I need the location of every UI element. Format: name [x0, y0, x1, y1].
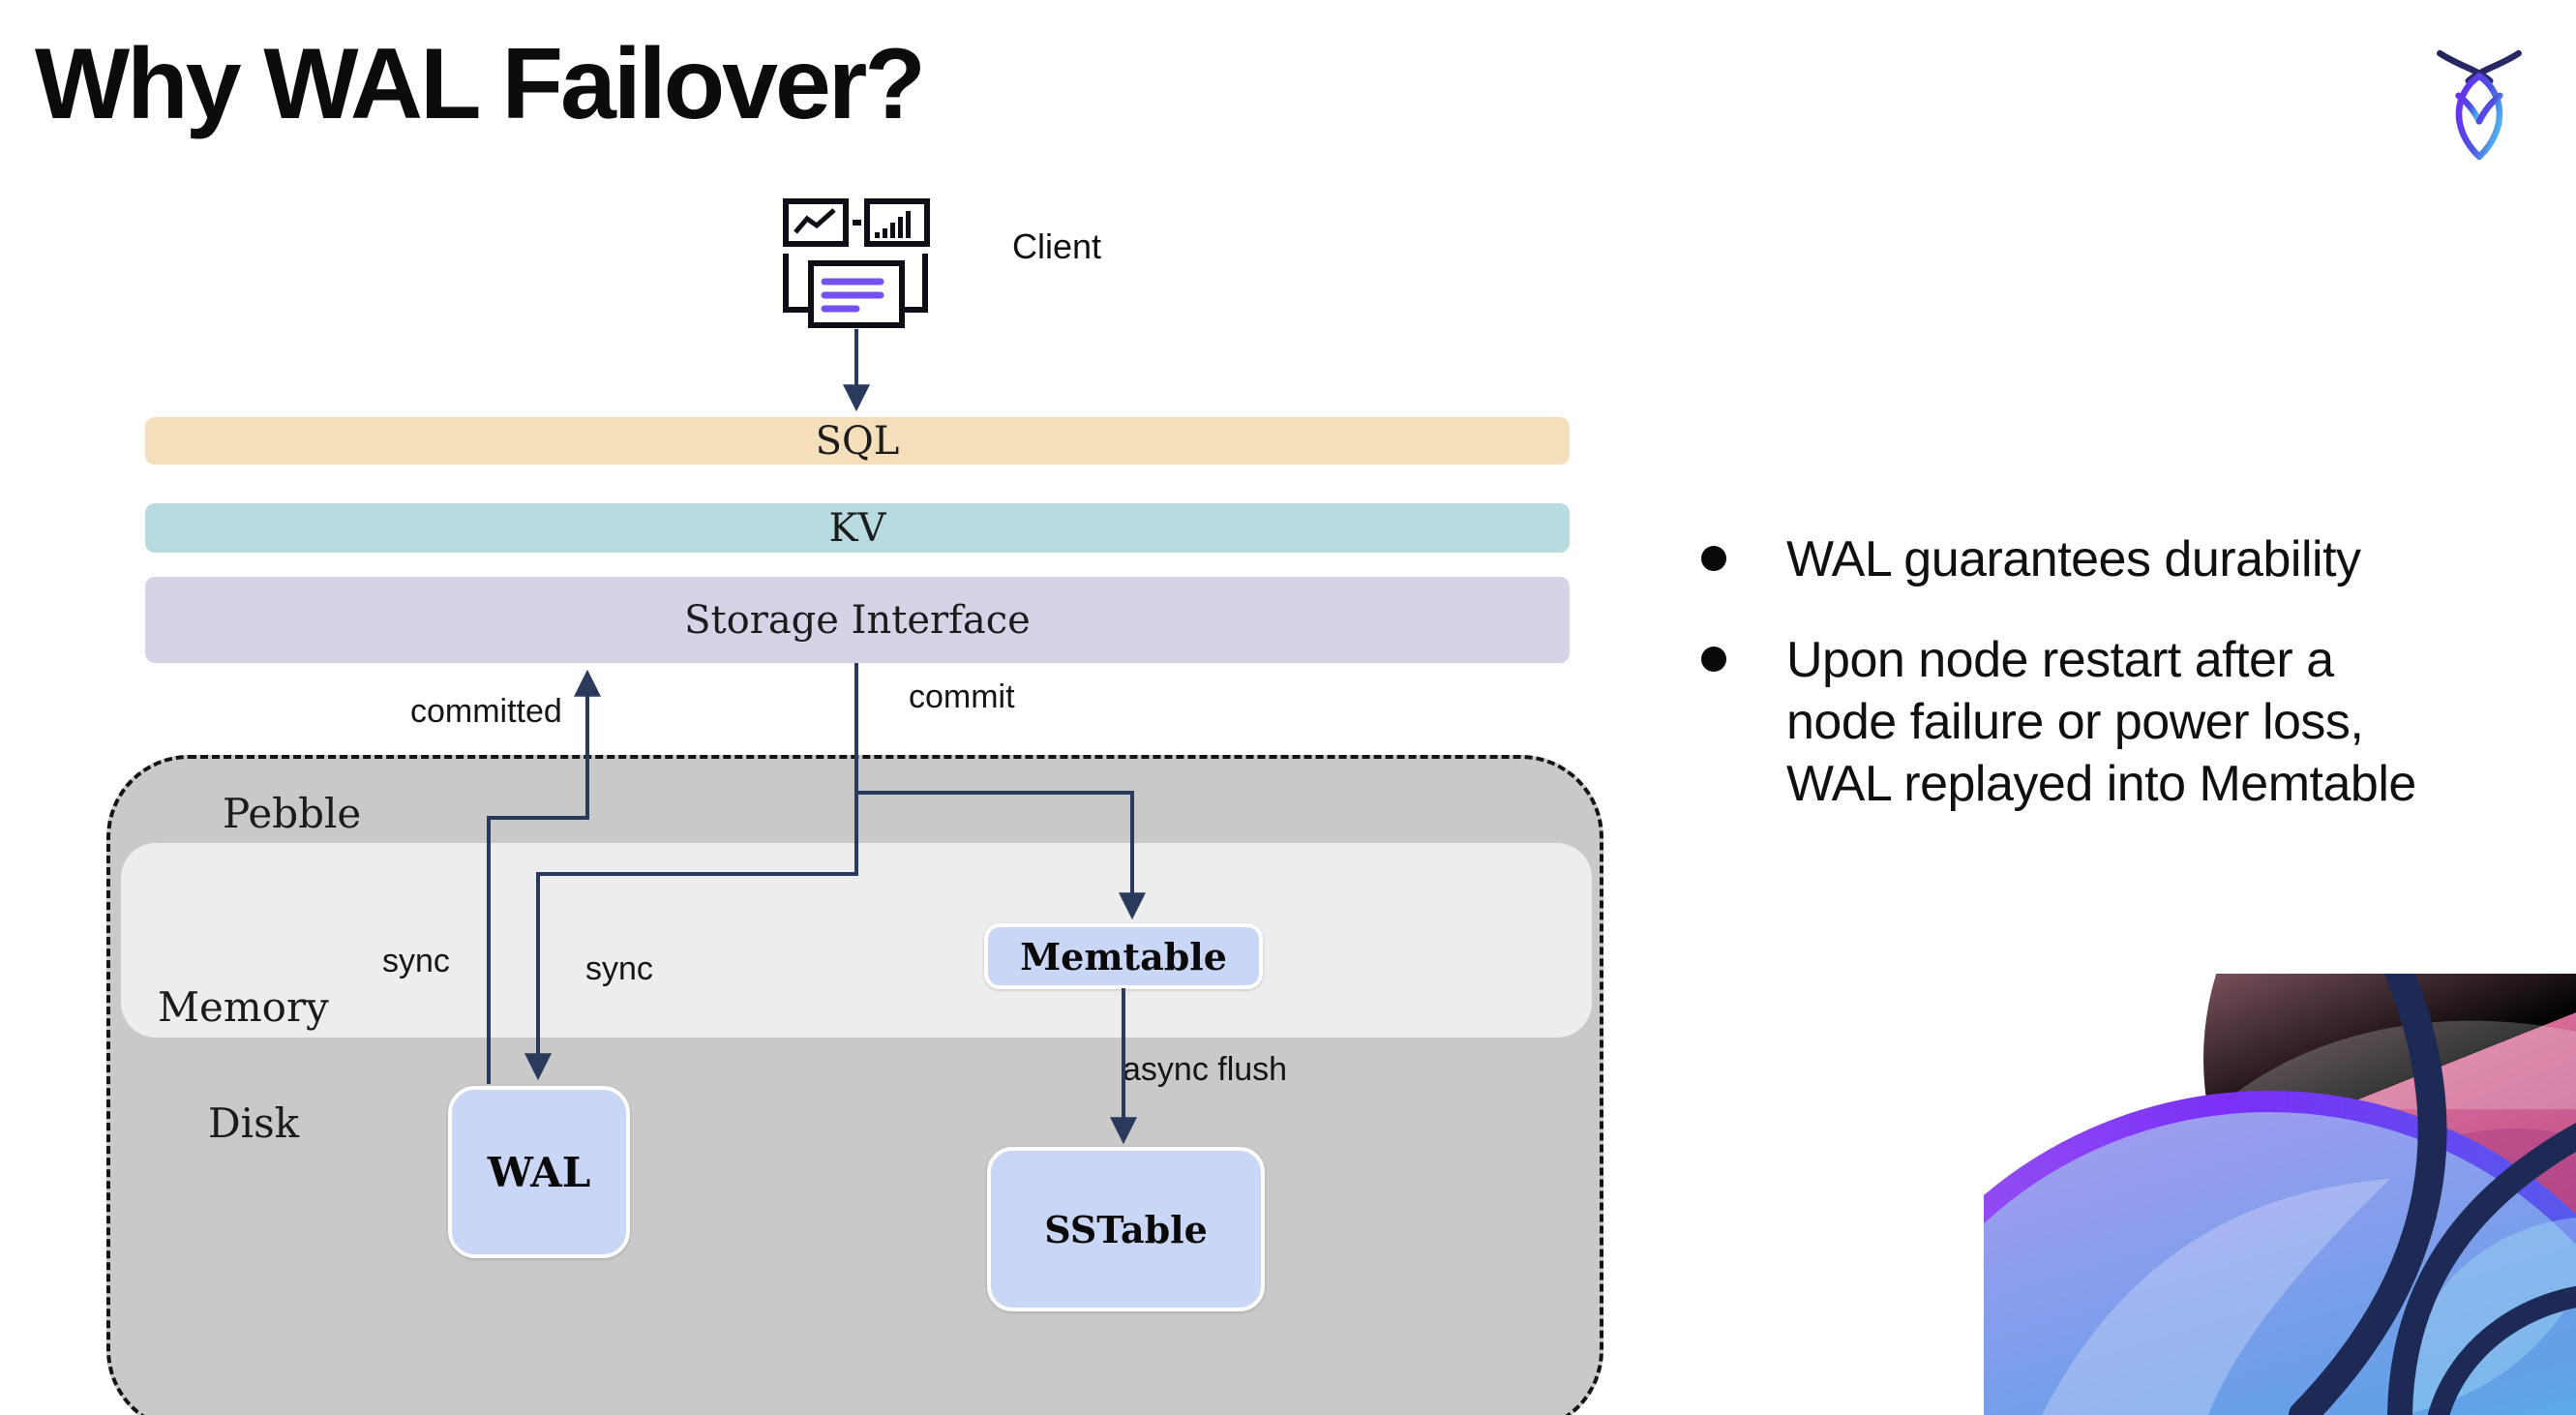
wal-box: WAL [448, 1086, 630, 1258]
bullet-list: WAL guarantees durability Upon node rest… [1701, 528, 2495, 815]
pebble-label: Pebble [223, 790, 362, 837]
disk-label: Disk [208, 1099, 300, 1147]
page-title: Why WAL Failover? [35, 28, 926, 140]
layer-kv: KV [145, 503, 1570, 553]
sstable-box: SSTable [987, 1147, 1265, 1311]
client-label: Client [1012, 226, 1102, 266]
bullet-1-line-1: WAL guarantees durability [1786, 531, 2361, 587]
layer-sql-label: SQL [815, 418, 900, 464]
wal-box-label: WAL [487, 1148, 591, 1196]
bullet-dot-icon [1701, 546, 1726, 571]
list-item: WAL guarantees durability [1701, 528, 2495, 590]
bullet-dot-icon [1701, 647, 1726, 672]
bullet-2-line-1: Upon node restart after a [1786, 632, 2334, 688]
client-icon [783, 198, 930, 328]
bullet-2-line-2: node failure or power loss, [1786, 694, 2364, 750]
edge-label-sync-right: sync [585, 950, 653, 987]
sstable-box-label: SSTable [1044, 1207, 1208, 1251]
memtable-box-label: Memtable [1020, 934, 1227, 978]
layer-storage-interface-label: Storage Interface [684, 597, 1031, 643]
edge-label-commit: commit [909, 678, 1015, 715]
memory-label: Memory [158, 983, 329, 1031]
edge-label-sync-left: sync [382, 943, 450, 979]
list-item: Upon node restart after a node failure o… [1701, 629, 2495, 815]
edge-label-async-flush: async flush [1123, 1051, 1288, 1088]
cockroachdb-logo-icon [2437, 49, 2522, 161]
edge-label-committed: committed [410, 693, 562, 730]
brand-art [1984, 974, 2576, 1415]
memtable-box: Memtable [984, 923, 1263, 989]
memory-band [121, 843, 1592, 1038]
layer-storage-interface: Storage Interface [145, 577, 1570, 663]
layer-kv-label: KV [828, 505, 886, 551]
layer-sql: SQL [145, 417, 1570, 465]
bullet-2-line-3: WAL replayed into Memtable [1786, 756, 2416, 812]
